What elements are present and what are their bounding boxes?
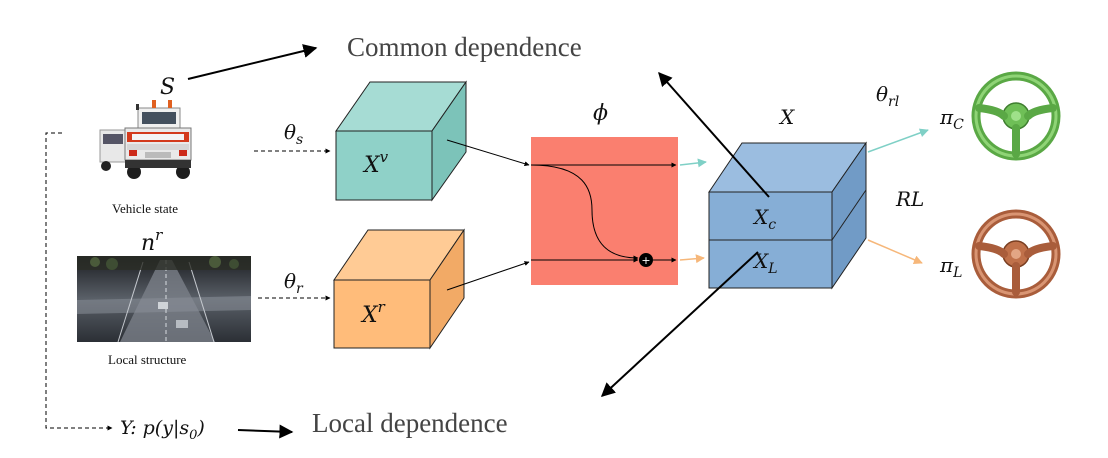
pi-l-label: πL <box>939 253 962 281</box>
orange-arrow-into-x <box>679 254 705 264</box>
phi-label: ϕ <box>593 101 608 126</box>
steering-wheel-green-icon <box>971 71 1061 161</box>
latent-cube-x <box>708 141 867 290</box>
rl-label: RL <box>895 187 924 211</box>
arrow-s-to-common <box>187 44 318 80</box>
orange-arrow-to-pil <box>867 239 923 264</box>
phi-curve-path <box>530 164 639 261</box>
xc-label: Xc <box>752 205 776 233</box>
theta-s-label: θs <box>284 120 303 148</box>
vehicle-symbol: S <box>160 75 175 100</box>
common-dependence-title: Common dependence <box>347 32 582 62</box>
phi-fusion-block <box>531 137 678 285</box>
theta-rl-label: θrl <box>876 82 899 110</box>
x-label: X <box>778 105 795 129</box>
vehicle-state-caption: Vehicle state <box>112 201 178 216</box>
teal-arrow-into-x <box>679 158 707 168</box>
local-structure-caption: Local structure <box>108 352 187 367</box>
xl-label: XL <box>752 249 778 277</box>
dashed-feedback-line <box>45 132 113 431</box>
target-y-label: Y: p(y|s0) <box>120 417 205 443</box>
pi-c-label: πC <box>939 105 964 133</box>
vehicle-encoder-cube <box>335 80 467 202</box>
vehicle-image <box>99 100 192 179</box>
structure-symbol: nr <box>141 226 163 256</box>
arrow-xc-to-common <box>658 71 770 198</box>
add-node-plus: + <box>641 254 650 267</box>
steering-wheel-copper-icon <box>971 209 1061 299</box>
local-dependence-title: Local dependence <box>312 408 508 438</box>
add-node-icon <box>639 253 653 267</box>
structure-encoder-cube <box>333 228 465 350</box>
teal-arrow-to-pic <box>867 128 929 153</box>
arrow-xr-to-phi <box>446 261 530 291</box>
arrow-xl-to-local <box>600 251 759 397</box>
local-structure-image <box>77 256 251 343</box>
xr-label: Xr <box>360 298 386 328</box>
arrow-xv-to-phi <box>446 139 530 167</box>
arrow-y-to-local <box>237 424 294 439</box>
xv-label: Xv <box>362 148 389 178</box>
theta-r-label: θr <box>284 269 304 297</box>
